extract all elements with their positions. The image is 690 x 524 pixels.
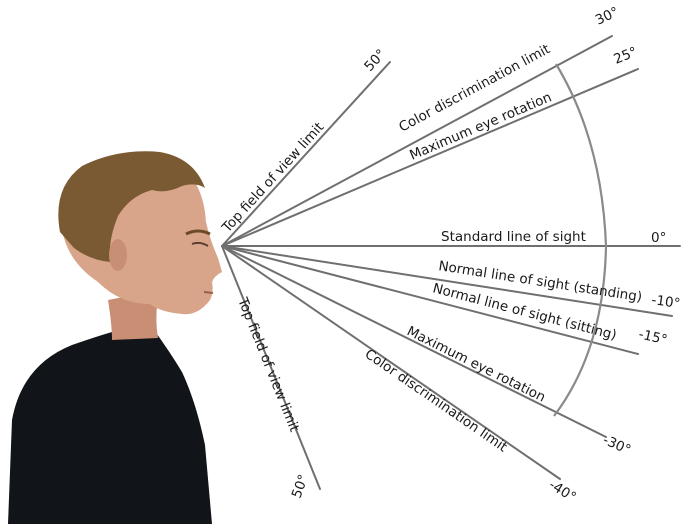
eye-rotation-arc — [553, 63, 608, 417]
degree-minus-40: -40° — [546, 477, 579, 506]
ear — [109, 239, 127, 271]
label-standard-line: Standard line of sight — [441, 229, 586, 245]
sight-rays — [221, 35, 681, 490]
degree-up-25: 25° — [612, 44, 640, 68]
ray-max-rotation-lower — [221, 245, 607, 438]
person-profile — [8, 151, 223, 524]
hair — [58, 151, 205, 262]
ray-color-limit-lower — [221, 245, 561, 480]
mouth — [203, 291, 214, 294]
ray-top-field-upper — [221, 61, 391, 247]
degree-minus-15: -15° — [637, 326, 669, 348]
degree-bottom-50: 50° — [289, 472, 312, 500]
black-shirt — [8, 330, 212, 524]
label-top-field-lower: Top field of view limit — [234, 295, 302, 435]
degree-zero: 0° — [651, 230, 666, 246]
degree-top-50: 50° — [361, 46, 389, 74]
ray-color-limit-upper — [221, 35, 613, 247]
degree-minus-10: -10° — [650, 292, 681, 312]
degree-up-30: 30° — [593, 4, 621, 29]
ray-top-field-lower — [221, 245, 321, 490]
ray-normal-sitting — [221, 245, 639, 355]
eye — [191, 241, 209, 247]
ray-max-rotation-upper — [221, 68, 639, 247]
eyebrow — [185, 229, 211, 236]
degree-minus-30: -30° — [600, 432, 633, 458]
label-max-rotation-upper: Maximum eye rotation — [407, 89, 554, 163]
ray-normal-standing — [221, 245, 673, 317]
